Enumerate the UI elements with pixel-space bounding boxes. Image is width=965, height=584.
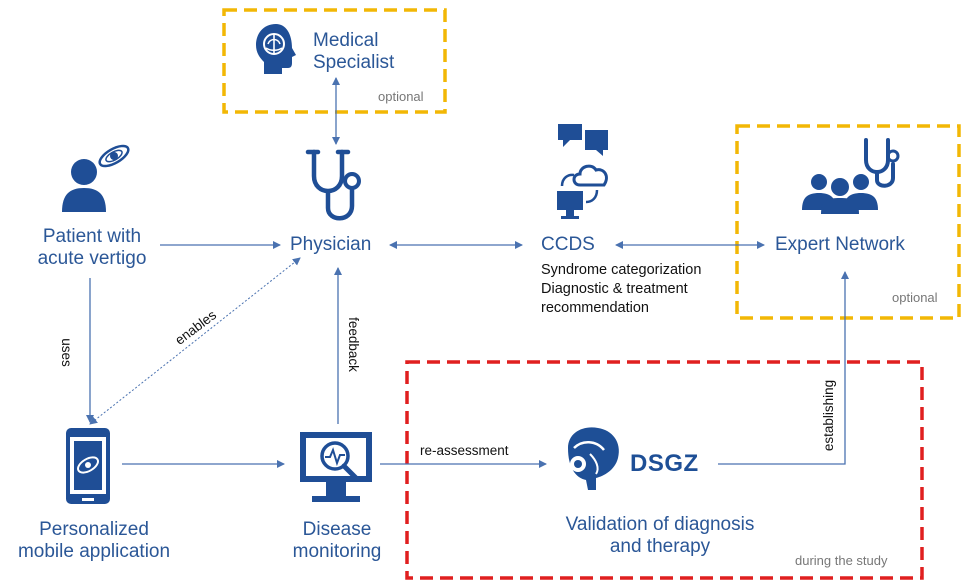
brain-head-icon bbox=[256, 24, 296, 74]
physician-label: Physician bbox=[290, 234, 372, 255]
smartphone-eye-icon bbox=[66, 428, 110, 504]
edge-label-uses: uses bbox=[58, 338, 74, 367]
ccds-detail-3: recommendation bbox=[541, 300, 649, 316]
expert-optional-box bbox=[735, 124, 961, 320]
dsgz-validation-label: Validation of diagnosis and therapy bbox=[540, 514, 780, 558]
stethoscope-icon bbox=[305, 149, 361, 221]
dsgz-validation-line2: and therapy bbox=[609, 536, 711, 557]
mobile-app-label-line2: mobile application bbox=[17, 541, 171, 562]
disease-monitoring-label-line2: monitoring bbox=[292, 541, 382, 562]
arrow-dsgz-expert bbox=[718, 271, 849, 465]
patient-icon bbox=[62, 144, 130, 212]
dsgz-logo-text: DSGZ bbox=[630, 450, 699, 477]
study-tag: during the study bbox=[795, 553, 888, 568]
mobile-app-label: Personalized mobile application bbox=[6, 519, 182, 563]
edge-label-reassessment: re-assessment bbox=[420, 443, 509, 458]
arrow-physician-app-enables bbox=[89, 257, 301, 425]
patient-label-line2: acute vertigo bbox=[37, 248, 147, 269]
specialist-optional-box bbox=[222, 8, 447, 114]
edge-label-establishing: establishing bbox=[821, 379, 837, 452]
ccds-detail-1: Syndrome categorization bbox=[541, 262, 702, 278]
team-stethoscope-icon bbox=[802, 138, 900, 214]
patient-label-line1: Patient with bbox=[42, 226, 142, 247]
mobile-app-label-line1: Personalized bbox=[39, 519, 149, 540]
specialist-label: Medical Specialist bbox=[313, 30, 394, 74]
patient-label: Patient with acute vertigo bbox=[22, 226, 162, 270]
study-box bbox=[405, 360, 924, 580]
ccds-label: CCDS bbox=[541, 234, 595, 255]
disease-monitoring-label: Disease monitoring bbox=[280, 519, 394, 563]
chat-cloud-computer-icon bbox=[557, 124, 608, 219]
disease-monitoring-label-line1: Disease bbox=[302, 519, 372, 540]
brain-logo-icon bbox=[568, 427, 619, 490]
expert-optional-tag: optional bbox=[892, 290, 938, 305]
specialist-label-line1: Medical bbox=[313, 30, 379, 51]
ccds-detail-2: Diagnostic & treatment bbox=[541, 281, 688, 297]
monitor-search-icon bbox=[300, 432, 372, 502]
dsgz-validation-line1: Validation of diagnosis bbox=[565, 514, 755, 535]
expert-network-label: Expert Network bbox=[775, 234, 905, 255]
specialist-optional-tag: optional bbox=[378, 89, 424, 104]
specialist-label-line2: Specialist bbox=[313, 52, 395, 73]
edge-label-feedback: feedback bbox=[345, 317, 361, 372]
ccds-details: Syndrome categorization Diagnostic & tre… bbox=[541, 261, 701, 318]
